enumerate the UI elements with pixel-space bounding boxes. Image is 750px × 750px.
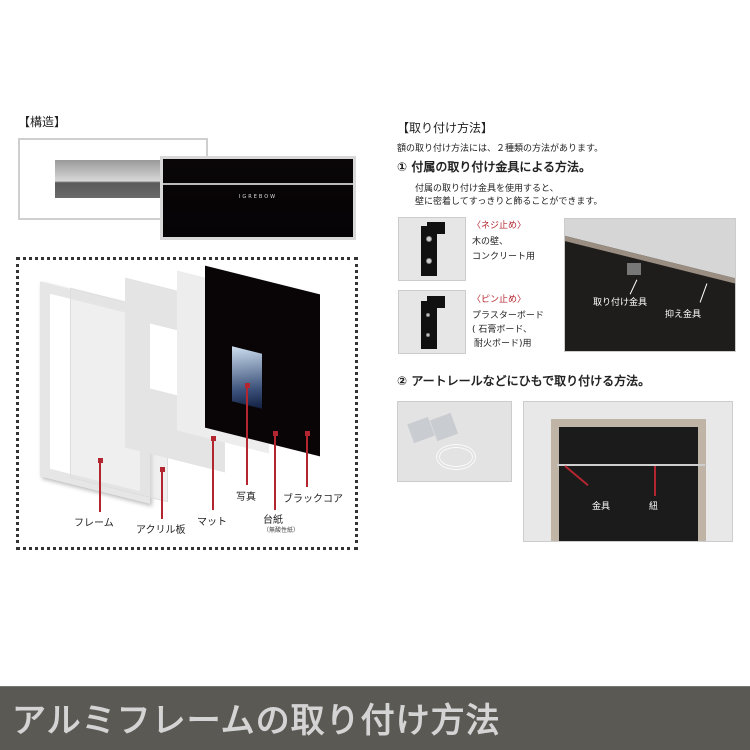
- pin-mount-desc-line2: ( 石膏ボード、: [472, 325, 533, 335]
- mounting-heading: 【取り付け方法】: [397, 121, 494, 135]
- title-banner: アルミフレームの取り付け方法: [0, 686, 750, 750]
- callout-dot: [245, 383, 250, 388]
- method2-title: ② アートレールなどにひもで取り付ける方法。: [397, 374, 651, 388]
- callout-line: [246, 387, 248, 485]
- pin-mount-desc-line1: プラスターボード: [472, 311, 544, 321]
- structure-heading: 【構造】: [18, 115, 67, 129]
- label-black-core: ブラックコア: [283, 494, 343, 505]
- frame-back-board: [559, 427, 698, 541]
- callout-dot: [98, 458, 103, 463]
- method1-title: ① 付属の取り付け金具による方法。: [397, 160, 591, 174]
- frame-back-board: [565, 231, 735, 351]
- pin-mount-label: 〈ピン止め〉: [472, 295, 527, 305]
- label-backing-paper: 台紙: [263, 515, 283, 526]
- screw-hole: [426, 236, 432, 242]
- pointer-line: [654, 466, 656, 496]
- callout-line: [212, 440, 214, 510]
- pin-mount-desc-line3: 耐火ボード)用: [474, 339, 532, 349]
- frame-back-preview: IGREBOW: [160, 156, 356, 240]
- bracket-tab: [427, 222, 445, 234]
- label-cord: 紐: [649, 502, 659, 512]
- hanging-wire: [163, 183, 353, 185]
- callout-dot: [160, 467, 165, 472]
- callout-dot: [305, 431, 310, 436]
- callout-line: [274, 435, 276, 510]
- label-mat: マット: [197, 517, 227, 528]
- brand-logo: IGREBOW: [238, 194, 278, 200]
- callout-dot: [273, 431, 278, 436]
- bracket-icon: [421, 226, 437, 276]
- screw-hole: [426, 258, 432, 264]
- bracket-tab: [427, 296, 445, 308]
- label-acrylic: アクリル板: [136, 525, 186, 536]
- screw-mount-label: 〈ネジ止め〉: [472, 221, 527, 231]
- black-core-layer: [205, 265, 320, 457]
- label-fitting: 金具: [592, 502, 611, 512]
- callout-line: [306, 435, 308, 487]
- label-photo: 写真: [236, 492, 256, 503]
- hanging-kit-photo: [397, 401, 512, 482]
- pin-bracket-photo: [398, 290, 466, 354]
- screw-mount-desc-line2: コンクリート用: [472, 252, 536, 262]
- label-mounting-bracket: 取り付け金具: [593, 298, 648, 308]
- method1-desc-line2: 壁に密着してすっきりと飾ることができます。: [415, 197, 603, 207]
- exploded-view-box: [16, 257, 358, 550]
- cord-coil: [436, 444, 476, 470]
- label-frame: フレーム: [74, 518, 114, 529]
- frame-front-photo: [55, 160, 160, 198]
- mounting-intro: 額の取り付け方法には、２種類の方法があります。: [397, 144, 604, 154]
- bracket-icon: [421, 301, 437, 349]
- cord-installed-photo: 金具 紐: [523, 401, 733, 542]
- screw-mount-desc-line1: 木の壁、: [472, 237, 509, 247]
- pin-hole: [426, 313, 430, 317]
- callout-line: [99, 462, 101, 512]
- callout-dot: [211, 436, 216, 441]
- screw-bracket-photo: [398, 217, 466, 281]
- bracket-installed-photo: 取り付け金具 抑え金具: [564, 218, 736, 352]
- mounting-bracket: [627, 263, 641, 275]
- pin-hole: [426, 333, 430, 337]
- label-backing-paper-note: （無酸性紙）: [263, 527, 300, 534]
- banner-title: アルミフレームの取り付け方法: [12, 701, 501, 741]
- label-holder-bracket: 抑え金具: [665, 310, 702, 320]
- callout-line: [161, 471, 163, 519]
- hanger-plate: [429, 412, 459, 442]
- hanging-cord: [557, 464, 705, 466]
- method1-desc-line1: 付属の取り付け金具を使用すると、: [415, 184, 559, 194]
